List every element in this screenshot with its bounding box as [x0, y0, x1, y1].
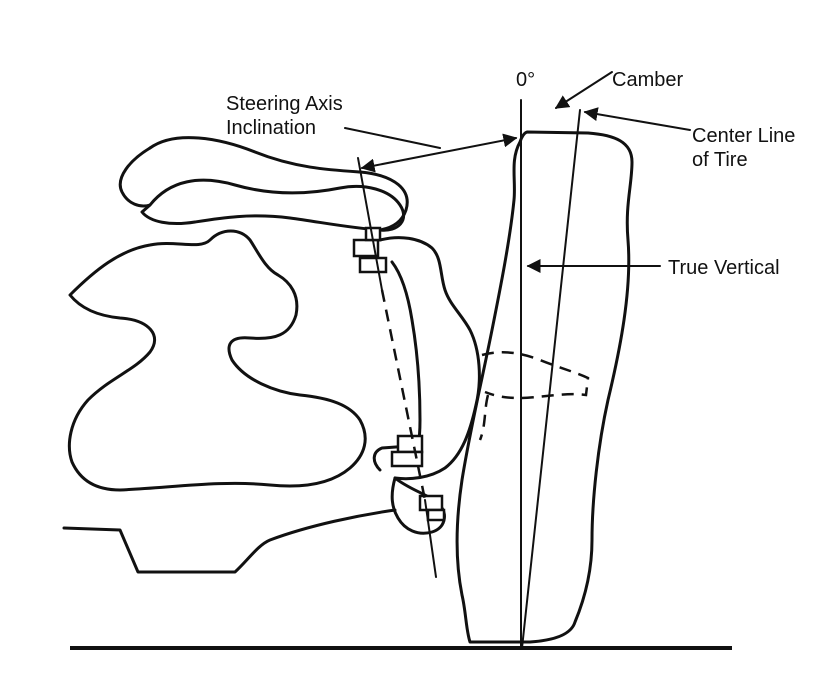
upper-control-arm-outer	[148, 136, 409, 232]
spindle-hidden-outline	[481, 351, 590, 400]
label-camber: Camber	[612, 69, 683, 91]
lower-body-sill	[62, 508, 397, 574]
label-steering-axis-line1: Steering Axis	[226, 93, 343, 115]
tire-outline	[455, 130, 634, 644]
label-center-line-line1: Center Line	[692, 125, 795, 147]
upper-control-arm	[140, 178, 406, 232]
label-steering-axis-line2: Inclination	[226, 117, 316, 139]
center-line-arrow	[583, 107, 691, 131]
lower-arm-link	[372, 444, 412, 472]
camber-arrow	[554, 71, 613, 109]
sai-angle-arrow	[360, 133, 518, 173]
tire-center-line	[521, 109, 581, 649]
vehicle-body-outline	[67, 229, 367, 492]
steering-knuckle	[378, 236, 481, 481]
steering-axis-line	[357, 157, 383, 291]
lower-ball-joint	[390, 434, 446, 522]
spindle-dots	[478, 394, 490, 441]
steering-axis-dashed	[380, 289, 427, 501]
sai-label-leader	[344, 127, 441, 149]
label-true-vertical: True Vertical	[668, 257, 780, 279]
label-center-line-line2: of Tire	[692, 149, 748, 171]
label-zero-degree: 0°	[516, 69, 535, 91]
steering-axis-lower	[424, 499, 437, 578]
knuckle-inner-edge	[390, 260, 422, 467]
upper-ball-joint	[352, 226, 388, 274]
upper-control-arm-left	[118, 146, 152, 208]
